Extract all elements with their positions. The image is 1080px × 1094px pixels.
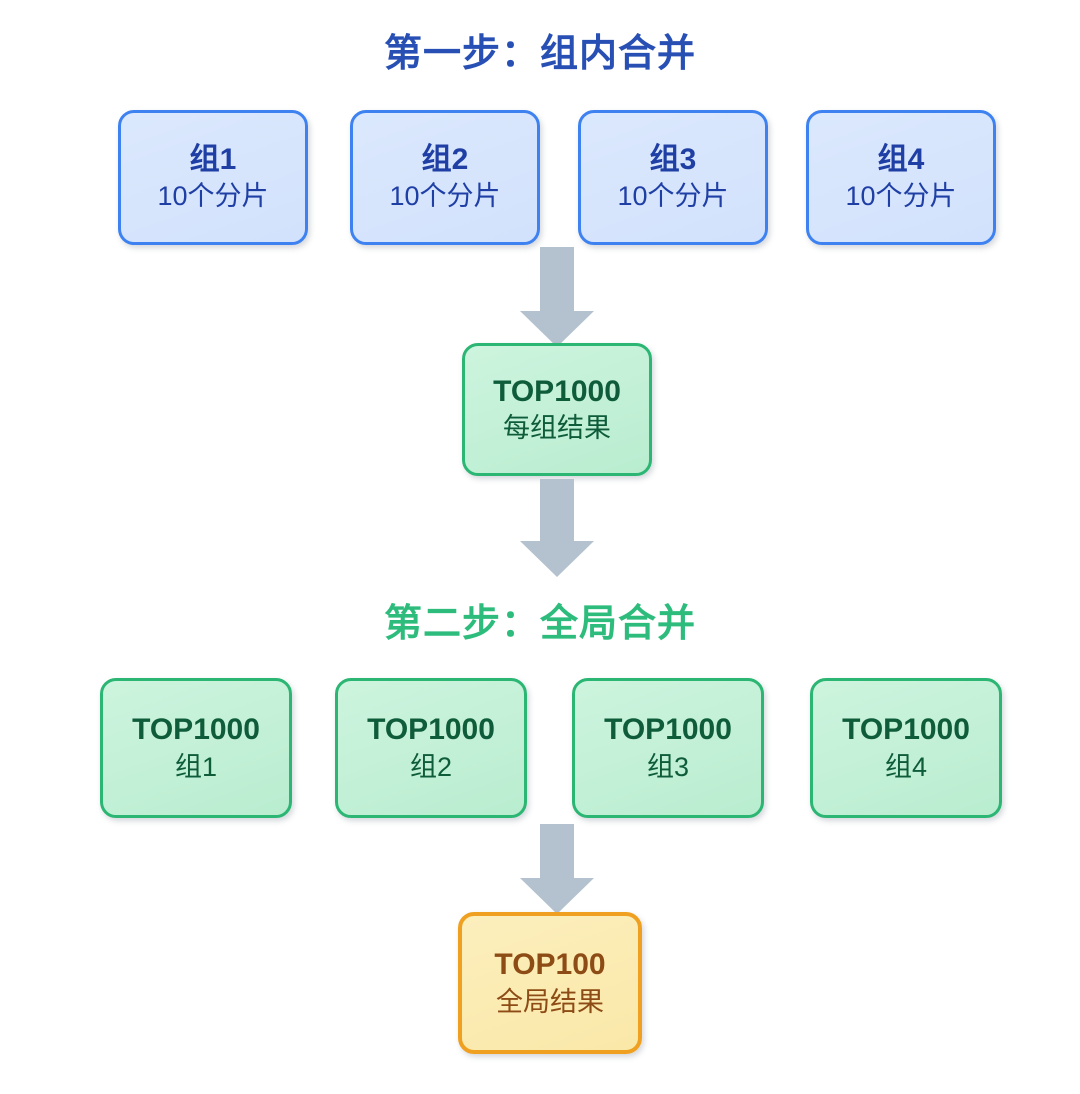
per-group-result-box: TOP1000 每组结果 — [462, 343, 652, 476]
group-result-box-3: TOP1000 组3 — [572, 678, 764, 818]
group-box-1: 组1 10个分片 — [118, 110, 308, 245]
global-result-title: TOP100 — [494, 948, 606, 981]
arrow-down-icon-2 — [520, 479, 594, 577]
group-result-box-3-subtitle: 组3 — [646, 751, 690, 782]
group-box-3: 组3 10个分片 — [578, 110, 768, 245]
group-box-4-title: 组4 — [877, 142, 925, 176]
arrow-shaft — [540, 247, 574, 311]
group-result-box-3-title: TOP1000 — [604, 713, 732, 746]
global-result-subtitle: 全局结果 — [496, 986, 604, 1017]
per-group-result-title: TOP1000 — [493, 374, 621, 408]
group-result-box-2-subtitle: 组2 — [409, 751, 453, 782]
arrow-shaft — [540, 824, 574, 878]
group-result-box-4: TOP1000 组4 — [810, 678, 1002, 818]
group-result-box-1-title: TOP1000 — [132, 713, 260, 746]
step1-title: 第一步：组内合并 — [383, 33, 696, 75]
global-result-box: TOP100 全局结果 — [458, 912, 642, 1054]
arrow-down-icon-1 — [520, 247, 594, 347]
group-box-3-title: 组3 — [649, 142, 697, 176]
arrow-shaft — [540, 479, 574, 541]
group-box-2-title: 组2 — [421, 142, 469, 176]
per-group-result-subtitle: 每组结果 — [503, 413, 611, 444]
arrow-head — [520, 541, 594, 577]
group-box-3-subtitle: 10个分片 — [617, 181, 729, 212]
group-result-box-1: TOP1000 组1 — [100, 678, 292, 818]
group-box-1-subtitle: 10个分片 — [157, 181, 269, 212]
step2-title: 第二步：全局合并 — [383, 603, 696, 645]
group-box-2: 组2 10个分片 — [350, 110, 540, 245]
group-result-box-4-title: TOP1000 — [842, 713, 970, 746]
group-box-4: 组4 10个分片 — [806, 110, 996, 245]
group-result-box-4-subtitle: 组4 — [884, 751, 928, 782]
group-result-box-1-subtitle: 组1 — [174, 751, 218, 782]
group-box-2-subtitle: 10个分片 — [389, 181, 501, 212]
group-box-4-subtitle: 10个分片 — [845, 181, 957, 212]
arrow-head — [520, 878, 594, 914]
group-box-1-title: 组1 — [189, 142, 237, 176]
arrow-head — [520, 311, 594, 347]
group-result-box-2: TOP1000 组2 — [335, 678, 527, 818]
group-result-box-2-title: TOP1000 — [367, 713, 495, 746]
arrow-down-icon-3 — [520, 824, 594, 914]
